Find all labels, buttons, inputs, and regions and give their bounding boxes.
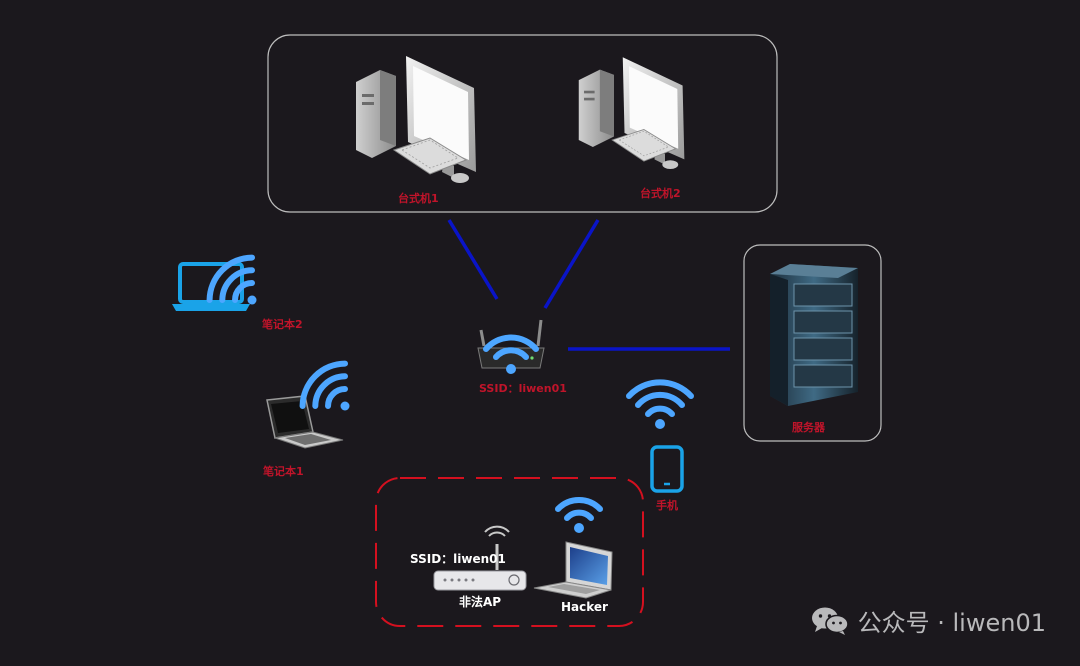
rogue-area-box	[375, 477, 644, 627]
label-laptop2: 笔记本2	[262, 318, 303, 331]
label-desktop2: 台式机2	[640, 187, 681, 200]
wifi-icon	[483, 334, 539, 374]
label-router-ssid: SSID：liwen01	[479, 382, 567, 395]
desktop-computer-icon	[578, 57, 685, 170]
link-desktop1-router	[447, 219, 499, 300]
server-box	[743, 244, 882, 442]
server-rack-icon	[770, 264, 858, 406]
label-server: 服务器	[792, 421, 825, 434]
smartphone-icon	[650, 445, 684, 493]
laptop-icon	[533, 541, 613, 599]
wechat-icon	[811, 607, 849, 635]
access-point-icon	[433, 525, 527, 591]
wifi-icon	[626, 379, 694, 429]
wifi-icon	[555, 497, 603, 533]
router-icon	[477, 319, 545, 369]
label-rogue-ap: 非法AP	[459, 595, 502, 609]
wifi-icon	[206, 254, 257, 305]
label-rogue-ssid: SSID：liwen01	[410, 552, 506, 566]
link-desktop2-router	[543, 219, 600, 309]
watermark-text: 公众号 · liwen01	[857, 609, 1046, 637]
label-laptop1: 笔记本1	[263, 465, 304, 478]
watermark: 公众号 · liwen01	[810, 603, 1046, 638]
desktop-group-box	[267, 34, 778, 213]
label-desktop1: 台式机1	[398, 192, 439, 205]
wifi-icon	[299, 360, 350, 411]
label-hacker: Hacker	[561, 600, 608, 614]
label-phone: 手机	[656, 499, 678, 512]
desktop-computer-icon	[356, 56, 476, 183]
